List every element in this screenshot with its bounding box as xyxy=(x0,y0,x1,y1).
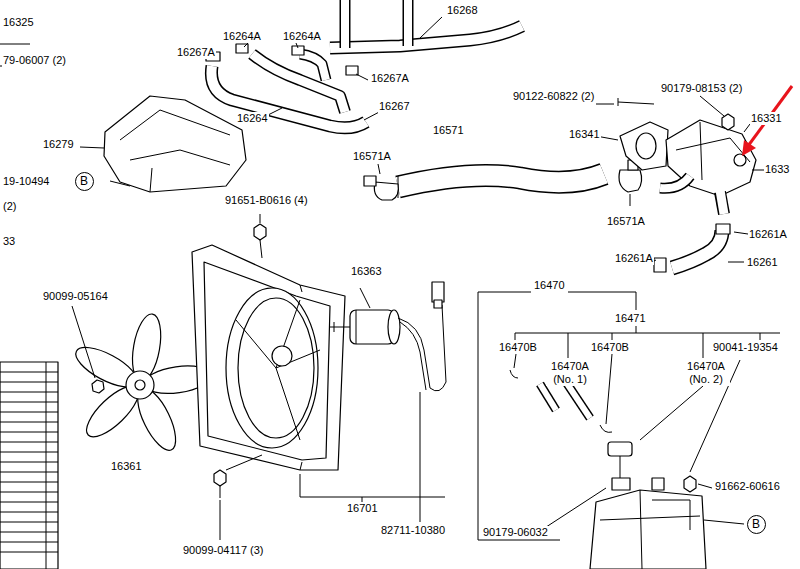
callout-number: 82711-10380 xyxy=(380,524,446,537)
callout-number: 90099-04117 (3) xyxy=(182,544,265,557)
callout-number: 90179-06032 xyxy=(482,526,549,539)
reference-letter: B xyxy=(80,175,88,187)
callout-number: 16470 xyxy=(533,279,566,292)
callout-number: 16470A (No. 1) xyxy=(546,360,594,386)
callout-number: 90122-60822 (2) xyxy=(512,90,595,103)
callout-number: 16264A xyxy=(282,30,322,43)
callout-number: 16341 xyxy=(568,128,601,141)
callout-number: 16571A xyxy=(606,215,646,228)
reference-circle: B xyxy=(747,515,766,534)
callout-number: 90099-05164 xyxy=(42,290,109,303)
callout-number: 16279 xyxy=(42,138,75,151)
callout-number: 19-10494 xyxy=(2,175,51,188)
callout-number: (2) xyxy=(2,200,17,213)
callout-number: 16361 xyxy=(110,460,143,473)
callout-number: 91651-B0616 (4) xyxy=(224,194,309,207)
callout-number: 33 xyxy=(2,235,16,248)
callout-number: 16470B xyxy=(498,341,538,354)
callout-number: 16331 xyxy=(750,112,783,125)
callout-number: 1633 xyxy=(764,163,790,176)
callout-number: 16471 xyxy=(614,312,647,325)
reference-letter: B xyxy=(752,518,760,530)
callout-number: 16470A (No. 2) xyxy=(682,360,730,386)
callout-number: 16261A xyxy=(748,228,788,241)
callout-number: 16267A xyxy=(370,72,410,85)
callout-number: 16701 xyxy=(346,502,379,515)
callout-number: 90179-08153 (2) xyxy=(660,82,743,95)
callout-number: 79-06007 (2) xyxy=(2,54,67,67)
callout-number: 16267 xyxy=(378,100,411,113)
callout-number: 16261A xyxy=(614,252,654,265)
callout-number: 90041-19354 xyxy=(712,341,779,354)
callout-number: 16363 xyxy=(350,265,383,278)
callout-number: 16264 xyxy=(236,112,269,125)
callout-number: 16571A xyxy=(352,150,392,163)
callout-number: 16571 xyxy=(432,124,465,137)
callout-number: 16267A xyxy=(176,46,216,59)
callout-number: 16268 xyxy=(446,4,479,17)
reference-circle: B xyxy=(75,172,94,191)
callout-number: 16325 xyxy=(2,16,35,29)
callout-number: 16261 xyxy=(746,256,779,269)
callout-number: 91662-60616 xyxy=(714,480,781,493)
callout-number: 16264A xyxy=(222,30,262,43)
callout-number: 16470B xyxy=(590,341,630,354)
